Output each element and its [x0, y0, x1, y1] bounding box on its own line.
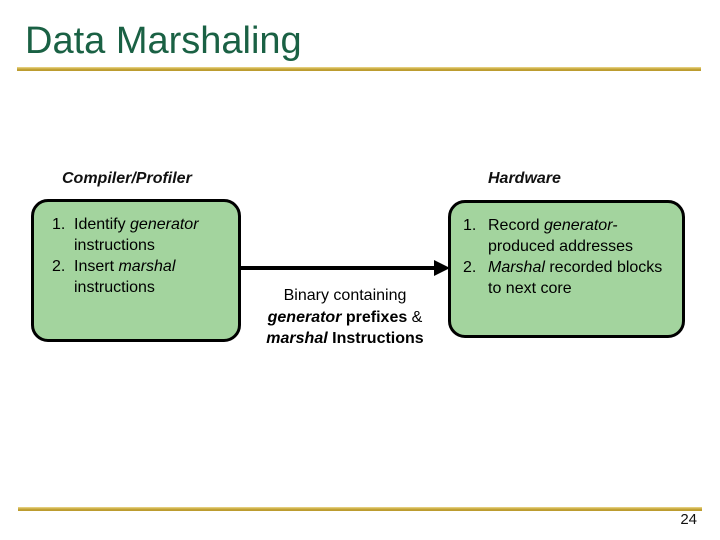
compiler-profiler-header: Compiler/Profiler — [62, 170, 192, 187]
item-number: 1. — [52, 216, 66, 233]
item-text: Identify generator instructions — [74, 214, 233, 256]
item-number: 2. — [463, 259, 477, 276]
page-number: 24 — [680, 511, 697, 528]
item-text-post: produced addresses — [488, 238, 633, 255]
item-text-pre: Insert — [74, 258, 119, 275]
item-text-post: instructions — [74, 237, 155, 254]
item-text-post: instructions — [74, 279, 155, 296]
arrow-label-bold: Instructions — [327, 330, 424, 347]
item-text-em: generator — [130, 216, 199, 233]
arrow-head-icon — [434, 260, 450, 276]
list-item: 2. Marshal recorded blocks to next core — [463, 257, 674, 299]
item-text-em: Marshal — [488, 259, 545, 276]
item-text-pre: Identify — [74, 216, 131, 233]
arrow-label-em: generator — [267, 308, 342, 326]
item-number: 2. — [52, 258, 66, 275]
arrow-label: Binary containing generator prefixes & m… — [240, 285, 450, 350]
arrow-label-bold: prefixes — [341, 308, 408, 326]
hardware-header: Hardware — [488, 170, 561, 187]
slide-title: Data Marshaling — [25, 20, 302, 62]
list-item: 2. Insert marshal instructions — [52, 256, 233, 298]
hardware-box: 1. Record generator-produced addresses 2… — [448, 200, 685, 338]
compiler-profiler-box: 1. Identify generator instructions 2. In… — [31, 199, 241, 342]
list-item: 1. Identify generator instructions — [52, 214, 233, 256]
item-text: Record generator-produced addresses — [488, 215, 674, 257]
item-text: Insert marshal instructions — [74, 256, 233, 298]
list-item: 1. Record generator-produced addresses — [463, 215, 674, 257]
item-text-em: marshal — [118, 258, 176, 275]
arrow-label-line1: Binary containing — [283, 287, 407, 304]
item-number: 1. — [463, 217, 477, 234]
arrow-label-line3: marshal Instructions — [240, 328, 450, 350]
item-text-em: generator- — [544, 217, 618, 234]
arrow-label-em: marshal — [266, 330, 328, 347]
title-underline — [17, 67, 701, 71]
arrow-label-line2: generator prefixes & — [240, 307, 450, 329]
arrow-shaft — [240, 266, 436, 270]
arrow-label-rest: & — [407, 308, 423, 326]
item-text: Marshal recorded blocks to next core — [488, 257, 674, 299]
item-text-post: recorded blocks to next core — [488, 259, 663, 297]
item-text-pre: Record — [488, 217, 545, 234]
footer-rule — [18, 507, 702, 511]
